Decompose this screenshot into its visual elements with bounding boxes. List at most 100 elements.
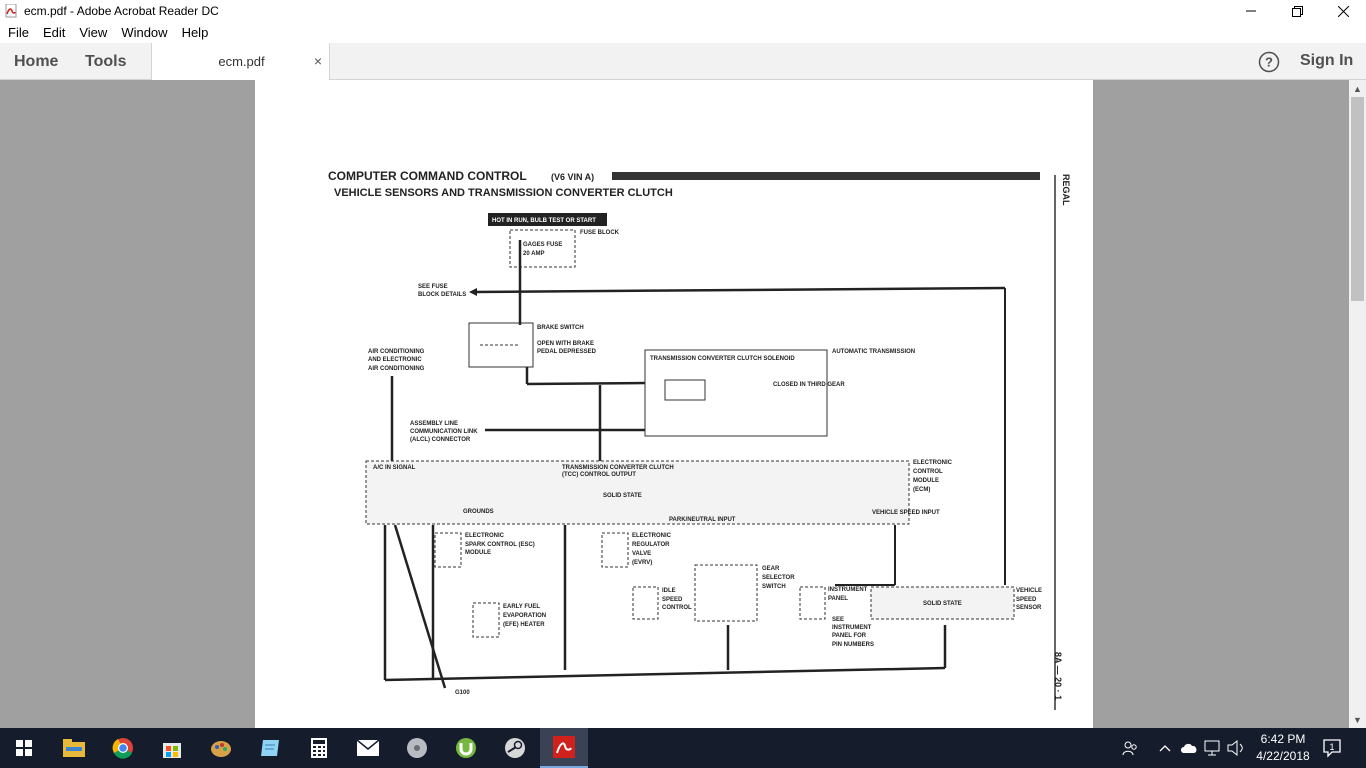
cloud-icon — [1181, 743, 1197, 753]
clock-time: 6:42 PM — [1260, 732, 1306, 746]
file-explorer-icon — [63, 739, 85, 757]
scroll-up-icon[interactable]: ▲ — [1353, 83, 1362, 94]
vss-solid-state-label: SOLID STATE — [923, 601, 962, 607]
sign-in-button[interactable]: Sign In — [1300, 52, 1354, 69]
vertical-scrollbar[interactable]: ▲ ▼ — [1349, 80, 1366, 728]
menu-window[interactable]: Window — [121, 25, 168, 40]
svg-text:?: ? — [1265, 55, 1273, 70]
disk-icon — [407, 738, 427, 758]
tcc-solenoid-label: TRANSMISSION CONVERTER CLUTCH SOLENOID — [650, 356, 795, 362]
doc-title-suffix: (V6 VIN A) — [551, 172, 594, 182]
restore-icon — [1291, 5, 1303, 17]
ground-label: G100 — [455, 690, 470, 696]
efe-label-1: EARLY FUEL — [503, 604, 540, 610]
alcl-label-1: ASSEMBLY LINE — [410, 421, 458, 427]
network-icon — [1204, 740, 1220, 756]
doc-subtitle: VEHICLE SENSORS AND TRANSMISSION CONVERT… — [334, 187, 673, 199]
taskbar-acrobat-reader[interactable] — [540, 728, 588, 768]
vss-label-3: SENSOR — [1016, 605, 1042, 611]
notepad-icon — [261, 740, 279, 756]
brake-switch-label: BRAKE SWITCH — [537, 325, 584, 331]
document-tab[interactable]: ecm.pdf × — [151, 43, 330, 81]
taskbar-clock[interactable]: 6:42 PM 4/22/2018 — [1252, 731, 1314, 765]
paint-app-icon — [211, 741, 231, 757]
taskbar-notepad[interactable] — [246, 728, 294, 768]
ac-label-1: AIR CONDITIONING — [368, 349, 425, 355]
brake-open-label: OPEN WITH BRAKE — [537, 341, 594, 347]
title-bar: ecm.pdf - Adobe Acrobat Reader DC — [0, 0, 1366, 22]
ip-label-6: PIN NUMBERS — [832, 642, 874, 648]
tab-home[interactable]: Home — [14, 53, 59, 70]
park-neutral-label: PARK/NEUTRAL INPUT — [669, 517, 736, 523]
isc-label-3: CONTROL — [662, 605, 692, 611]
gages-fuse-label: GAGES FUSE — [523, 242, 562, 248]
tray-volume[interactable] — [1225, 728, 1247, 768]
document-tab-label: ecm.pdf — [218, 54, 265, 69]
close-tab-icon[interactable]: × — [313, 53, 322, 69]
tcc-output-label-2: (TCC) CONTROL OUTPUT — [562, 472, 636, 478]
esc-label-2: SPARK CONTROL (ESC) — [465, 542, 535, 548]
wiring-diagram: COMPUTER COMMAND CONTROL (V6 VIN A) VEHI… — [328, 169, 1071, 710]
taskbar-steam[interactable] — [491, 728, 539, 768]
minimize-icon — [1246, 10, 1256, 12]
ecm-label-1: ELECTRONIC — [913, 460, 953, 466]
taskbar-calculator[interactable] — [295, 728, 343, 768]
taskbar-chrome[interactable] — [99, 728, 147, 768]
document-viewer[interactable]: COMPUTER COMMAND CONTROL (V6 VIN A) VEHI… — [0, 80, 1349, 728]
vss-input-label: VEHICLE SPEED INPUT — [872, 510, 940, 516]
ecm-label-3: MODULE — [913, 478, 939, 484]
see-fuse-label: SEE FUSE — [418, 284, 448, 290]
acrobat-pdf-icon — [5, 4, 17, 18]
ip-label-4: INSTRUMENT — [832, 625, 872, 631]
evrv-label-2: REGULATOR — [632, 542, 670, 548]
alcl-label-2: COMMUNICATION LINK — [410, 429, 478, 435]
svg-text:1: 1 — [1329, 742, 1334, 752]
acrobat-reader-icon — [553, 736, 575, 758]
tab-tools[interactable]: Tools — [85, 53, 127, 70]
notification-icon[interactable]: 1 — [1322, 738, 1342, 758]
ip-label-3: SEE — [832, 617, 844, 623]
pdf-page: COMPUTER COMMAND CONTROL (V6 VIN A) VEHI… — [255, 80, 1093, 728]
side-label: REGAL — [1061, 174, 1071, 206]
volume-icon — [1227, 740, 1243, 756]
ac-label-3: AIR CONDITIONING — [368, 366, 425, 372]
people-icon — [1122, 741, 1137, 756]
close-window-button[interactable] — [1320, 0, 1366, 22]
ac-signal-label: A/C IN SIGNAL — [373, 465, 416, 471]
doc-title: COMPUTER COMMAND CONTROL — [328, 169, 527, 183]
auto-trans-label: AUTOMATIC TRANSMISSION — [832, 349, 915, 355]
tray-show-hidden[interactable] — [1154, 728, 1176, 768]
taskbar-store[interactable] — [148, 728, 196, 768]
ip-label-5: PANEL FOR — [832, 633, 867, 639]
help-icon[interactable]: ? — [1258, 51, 1280, 73]
scroll-thumb[interactable] — [1351, 97, 1364, 301]
evrv-label-3: VALVE — [632, 551, 651, 557]
restore-button[interactable] — [1274, 0, 1320, 22]
vss-label-1: VEHICLE — [1016, 588, 1042, 594]
ecm-label-2: CONTROL — [913, 469, 943, 475]
esc-label-3: MODULE — [465, 550, 491, 556]
taskbar-paint-app[interactable] — [197, 728, 245, 768]
tray-network[interactable] — [1201, 728, 1223, 768]
taskbar-file-explorer[interactable] — [50, 728, 98, 768]
minimize-button[interactable] — [1228, 0, 1274, 22]
grounds-label: GROUNDS — [463, 509, 494, 515]
scroll-down-icon[interactable]: ▼ — [1353, 714, 1362, 725]
tray-onedrive[interactable] — [1178, 728, 1200, 768]
store-icon — [163, 743, 181, 758]
menu-edit[interactable]: Edit — [42, 25, 66, 40]
gear-label-1: GEAR — [762, 566, 780, 572]
evrv-label-1: ELECTRONIC — [632, 533, 672, 539]
taskbar-disk-app[interactable] — [393, 728, 441, 768]
menu-file[interactable]: File — [8, 25, 29, 40]
menu-help[interactable]: Help — [181, 25, 209, 40]
windows-start-button[interactable] — [0, 728, 48, 768]
taskbar-utorrent[interactable] — [442, 728, 490, 768]
menu-view[interactable]: View — [79, 25, 108, 40]
taskbar-mail[interactable] — [344, 728, 392, 768]
tray-people[interactable] — [1118, 728, 1142, 768]
tab-bar: Home Tools ecm.pdf × ? Sign In — [0, 43, 1366, 81]
close-icon — [1337, 5, 1349, 17]
efe-label-3: (EFE) HEATER — [503, 622, 545, 628]
menu-bar: File Edit View Window Help — [0, 22, 1366, 43]
